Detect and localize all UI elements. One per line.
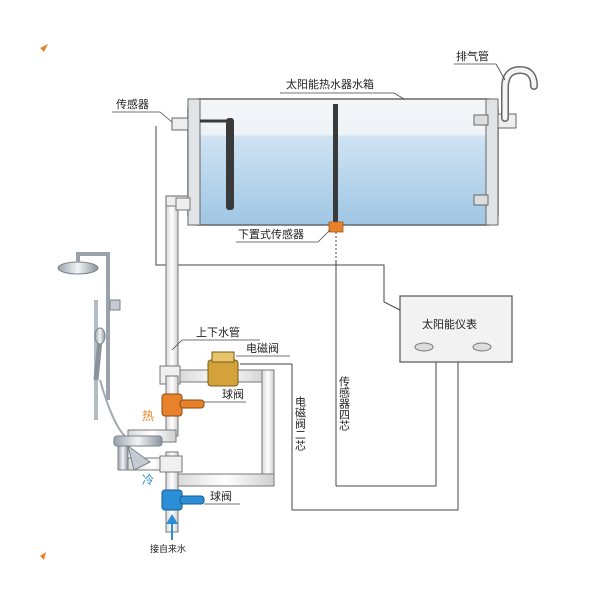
pipe-loop	[127, 365, 275, 533]
water-inlet-arrow	[166, 514, 178, 540]
sensor-cable-label: 传感器四芯	[338, 376, 351, 431]
corner-mark	[40, 44, 48, 52]
valve-cable-label: 电磁阀二芯	[294, 396, 307, 451]
bottom-sensor	[328, 221, 344, 233]
cold-label: 冷	[142, 473, 154, 487]
tank-label: 太阳能热水器水箱	[286, 77, 374, 91]
ball-valve-cold-label: 球阀	[210, 489, 232, 503]
meter-label: 太阳能仪表	[422, 317, 477, 331]
solenoid-valve	[207, 351, 239, 387]
solar-meter	[399, 295, 513, 363]
water-inlet-label: 接自来水	[150, 543, 186, 555]
up-down-pipe	[165, 197, 191, 377]
top-sensor-label: 传感器	[116, 98, 149, 111]
ball-valve-hot-label: 球阀	[222, 387, 244, 401]
corner-mark	[40, 552, 46, 560]
hot-label: 热	[142, 409, 154, 423]
solenoid-valve-label: 电磁阀	[246, 341, 279, 355]
sensor-cable-text: 传感器四芯	[338, 376, 351, 431]
ball-valve-cold	[161, 489, 205, 511]
ball-valve-hot	[161, 393, 205, 417]
sensor-probe	[226, 118, 234, 210]
up-down-pipe-label: 上下水管	[196, 325, 240, 339]
top-sensor-cable	[155, 126, 401, 311]
exhaust-pipe-label: 排气管	[456, 49, 489, 63]
shower-set	[57, 252, 163, 471]
water-tank	[165, 98, 517, 226]
bottom-sensor-label: 下置式传感器	[238, 228, 304, 241]
valve-cable-text: 电磁阀二芯	[294, 396, 307, 451]
tank-rod	[333, 104, 338, 224]
